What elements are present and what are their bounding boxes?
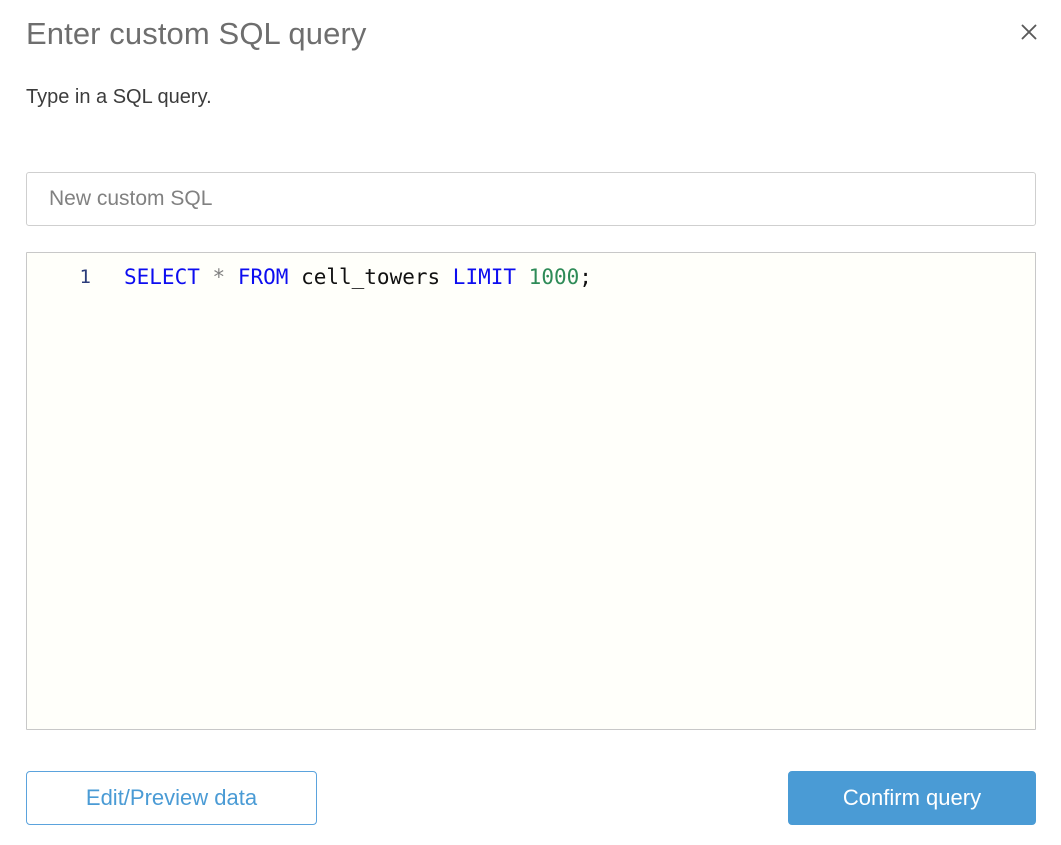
dialog-subtitle: Type in a SQL query. — [26, 86, 212, 108]
code-token-plain — [516, 265, 529, 289]
page-title: Enter custom SQL query — [26, 16, 367, 51]
code-token-plain — [288, 265, 301, 289]
confirm-query-button[interactable]: Confirm query — [788, 771, 1036, 825]
code-line: 1 SELECT * FROM cell_towers LIMIT 1000; — [27, 253, 1035, 289]
code-token-punct: ; — [579, 265, 592, 289]
code-content[interactable]: SELECT * FROM cell_towers LIMIT 1000; — [99, 265, 592, 289]
code-token-plain — [225, 265, 238, 289]
code-token-keyword: LIMIT — [452, 265, 517, 289]
code-token-plain — [200, 265, 213, 289]
edit-preview-data-button[interactable]: Edit/Preview data — [26, 771, 317, 825]
close-icon — [1019, 22, 1039, 42]
close-button[interactable] — [1011, 14, 1047, 50]
code-token-number: 1000 — [528, 265, 580, 289]
code-token-keyword: FROM — [237, 265, 289, 289]
query-name-input[interactable] — [26, 172, 1036, 226]
sql-code-editor[interactable]: 1 SELECT * FROM cell_towers LIMIT 1000; — [26, 252, 1036, 730]
dialog-header: Enter custom SQL query — [26, 12, 1035, 60]
code-token-ident: cell_towers — [301, 265, 441, 289]
code-token-plain — [440, 265, 453, 289]
code-token-keyword: SELECT — [124, 265, 200, 289]
query-name-field-wrapper — [26, 172, 1036, 226]
code-token-operator: * — [212, 265, 226, 289]
line-number: 1 — [79, 266, 91, 288]
